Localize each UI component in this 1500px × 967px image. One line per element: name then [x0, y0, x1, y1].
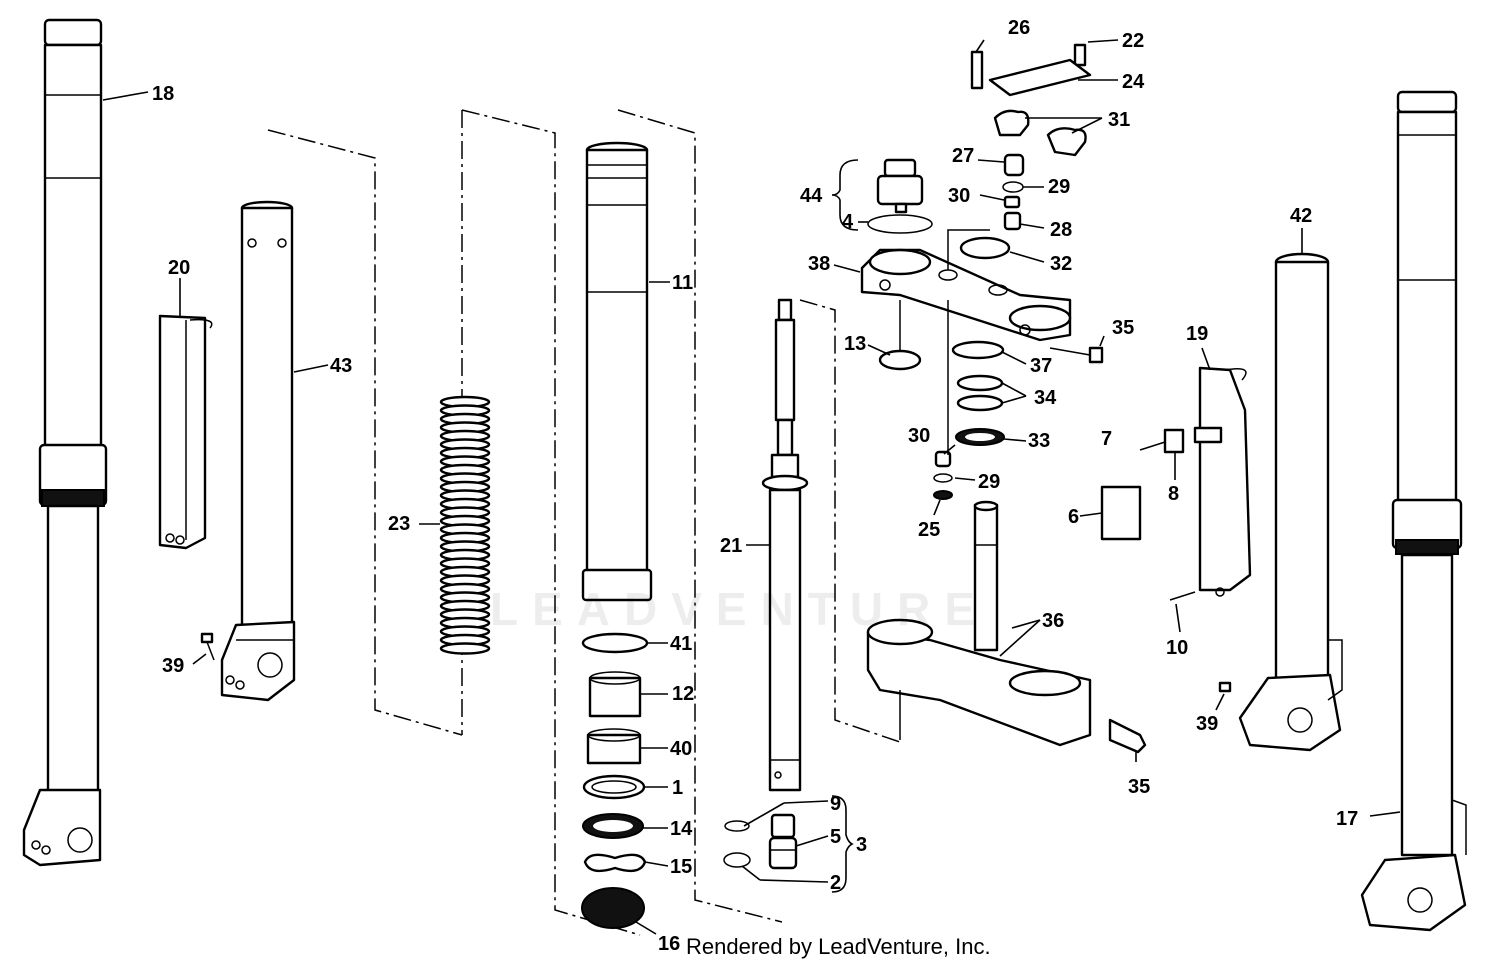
callout-24: 24: [1122, 71, 1145, 93]
callout-25: 25: [918, 519, 940, 541]
callout-13: 13: [844, 333, 866, 355]
callout-21: 21: [720, 535, 742, 557]
callout-16: 16: [658, 933, 680, 955]
watermark-text: LEADVENTURE: [490, 583, 990, 635]
pinch-bolt-left: [200, 632, 215, 661]
callout-27: 27: [952, 145, 974, 167]
upper-triple-clamp: [860, 248, 1072, 342]
callout-8: 8: [1168, 483, 1179, 505]
callout-30-upper: 30: [948, 185, 970, 207]
fork-guard-left: [158, 314, 213, 550]
callout-32: 32: [1050, 253, 1072, 275]
leader-lines: [102, 39, 1401, 935]
outer-tube: [220, 200, 296, 702]
callout-31: 31: [1108, 109, 1130, 131]
steering-bearing-parts: [878, 300, 1005, 500]
callout-23: 23: [388, 513, 410, 535]
callout-19: 19: [1186, 323, 1208, 345]
assembly-guide-lines: [267, 109, 901, 936]
callout-20: 20: [168, 257, 190, 279]
callout-15: 15: [670, 856, 692, 878]
callout-14: 14: [670, 818, 693, 840]
callout-18: 18: [152, 83, 174, 105]
callout-29-upper: 29: [1048, 176, 1070, 198]
callout-39-left: 39: [162, 655, 184, 677]
callout-26: 26: [1008, 17, 1030, 39]
callout-22: 22: [1122, 30, 1144, 52]
callout-39-right: 39: [1196, 713, 1218, 735]
callout-35-lower: 35: [1128, 776, 1150, 798]
callout-41: 41: [670, 633, 692, 655]
callout-6: 6: [1068, 506, 1079, 528]
callout-11: 11: [672, 272, 693, 294]
callout-43: 43: [330, 355, 352, 377]
callout-36: 36: [1042, 610, 1064, 632]
callout-17: 17: [1336, 808, 1358, 830]
fork-spring: [439, 395, 491, 655]
callout-44: 44: [800, 185, 823, 207]
seal-stack: [581, 632, 649, 929]
fork-leg-right: [1360, 90, 1467, 932]
callout-10: 10: [1166, 637, 1188, 659]
outer-tube-right: [1218, 252, 1343, 752]
callout-34: 34: [1034, 387, 1057, 409]
callout-40: 40: [670, 738, 692, 760]
callout-labels: 1 2 3 4 5 6 7 8 9 10 11 12 13 14 15 16 1…: [152, 17, 1358, 955]
render-credit: Rendered by LeadVenture, Inc.: [686, 934, 991, 959]
callout-5: 5: [830, 826, 841, 848]
damper-cartridge: [761, 298, 809, 792]
callout-30-lower: 30: [908, 425, 930, 447]
callout-9: 9: [830, 793, 841, 815]
fork-guard-right: [1100, 366, 1252, 601]
callout-38: 38: [808, 253, 830, 275]
callout-3: 3: [856, 834, 867, 856]
lower-triple-clamp: [866, 500, 1147, 754]
base-valve: [723, 813, 798, 870]
handlebar-clamp-parts: [947, 43, 1092, 270]
callout-28: 28: [1050, 219, 1072, 241]
callout-33: 33: [1028, 430, 1050, 452]
inner-tube: [581, 141, 653, 602]
callout-29-lower: 29: [978, 471, 1000, 493]
callout-1: 1: [672, 777, 683, 799]
callout-12: 12: [672, 683, 694, 705]
callout-4: 4: [842, 211, 854, 233]
callout-37: 37: [1030, 355, 1052, 377]
fork-leg-left: [22, 18, 108, 867]
callout-2: 2: [830, 872, 841, 894]
callout-7: 7: [1101, 428, 1112, 450]
callout-35-upper: 35: [1112, 317, 1134, 339]
fork-cap: [867, 158, 933, 234]
spring-coil: [439, 642, 491, 655]
clamp-bolts: [1049, 346, 1104, 364]
callout-42: 42: [1290, 205, 1312, 227]
